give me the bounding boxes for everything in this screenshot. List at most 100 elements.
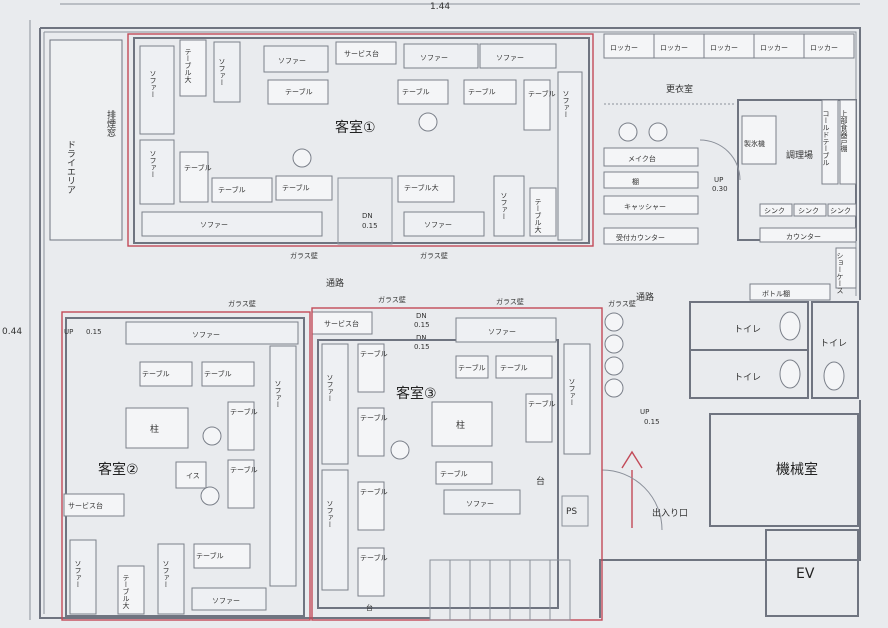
entrance-label: 出入り口 bbox=[652, 507, 688, 519]
room1-table-a bbox=[397, 79, 449, 105]
room2-sofa-mid-label: ソファー bbox=[162, 560, 170, 588]
room1-sofa-top2 bbox=[403, 43, 479, 69]
sink-2 bbox=[793, 203, 827, 217]
room1-wall bbox=[133, 37, 590, 244]
room1-sofa-top2-label: ソファー bbox=[420, 54, 448, 62]
room2-table-large-label: テーブル大 bbox=[122, 574, 130, 610]
room2-sofa-mid bbox=[157, 543, 185, 615]
entrance-up-step: 0.15 bbox=[644, 418, 660, 426]
staff-shelf bbox=[603, 171, 699, 189]
room3-table-d-label: テーブル bbox=[500, 363, 528, 372]
room1-table-large-label: テーブル大 bbox=[184, 48, 192, 84]
room3-table-e bbox=[525, 393, 553, 443]
room2-table-large bbox=[117, 565, 145, 615]
room1-table-big bbox=[267, 79, 329, 105]
mid-dn-2: DN bbox=[416, 334, 427, 342]
locker-5-label: ロッカー bbox=[810, 44, 838, 52]
sink-3 bbox=[827, 203, 857, 217]
left-dimension-value: 0.44 bbox=[2, 327, 22, 337]
entrance-door-swing bbox=[601, 469, 663, 531]
room3-table-h bbox=[357, 547, 385, 597]
mid-dn-1: DN bbox=[416, 312, 427, 320]
room1-table-a-label: テーブル bbox=[402, 87, 430, 96]
showcase bbox=[835, 247, 857, 289]
glass-wall-room1-a: ガラス壁 bbox=[290, 251, 318, 260]
room3-bottom-stand: 台 bbox=[366, 603, 373, 612]
room2-table-c-label: テーブル bbox=[230, 407, 258, 416]
room2-sofa-right bbox=[269, 345, 297, 587]
outer-wall bbox=[39, 27, 861, 619]
machine-room bbox=[709, 413, 859, 527]
room3-stand-label: 台 bbox=[536, 475, 545, 487]
room1-table-c bbox=[523, 79, 551, 131]
toilet-bowl-2 bbox=[779, 359, 801, 389]
room1-sofa-br bbox=[493, 175, 525, 237]
room2-table-b bbox=[201, 361, 255, 387]
locker-3 bbox=[703, 33, 755, 59]
kitchen-label: 調理場 bbox=[786, 149, 813, 161]
kitchen-up-label: UP bbox=[714, 176, 723, 184]
toilet-bowl-1 bbox=[779, 311, 801, 341]
kitchen-door-swing bbox=[699, 139, 741, 181]
locker-5 bbox=[803, 33, 855, 59]
entrance-arrow bbox=[621, 450, 643, 528]
locker-row: ロッカー ロッカー ロッカー ロッカー ロッカー bbox=[603, 33, 855, 59]
room1-label: 客室① bbox=[335, 119, 376, 136]
locker-4 bbox=[753, 33, 805, 59]
room1-sofa-left2-label: ソファー bbox=[149, 150, 157, 178]
locker-2-label: ロッカー bbox=[660, 44, 688, 52]
locker-3-label: ロッカー bbox=[710, 44, 738, 52]
room3-label: 客室③ bbox=[396, 385, 437, 402]
room1-table-d bbox=[179, 151, 209, 203]
locker-room-label: 更衣室 bbox=[666, 83, 693, 95]
room1-sofa-br-label: ソファー bbox=[500, 192, 508, 220]
room2-wall bbox=[65, 317, 305, 617]
entrance-up-1: UP bbox=[640, 408, 649, 416]
room2-label: 客室② bbox=[98, 461, 139, 478]
room3-wall bbox=[317, 339, 559, 609]
room2-stool-1 bbox=[202, 426, 222, 446]
kitchen-counter bbox=[759, 227, 857, 243]
room1-step-area bbox=[337, 177, 393, 245]
room1-table-h bbox=[529, 187, 557, 237]
room1-sofa-top3 bbox=[479, 43, 557, 69]
room3-table-c bbox=[455, 355, 489, 379]
room1-table-f-label: テーブル bbox=[282, 183, 310, 192]
toilet-bowl-3 bbox=[823, 361, 845, 391]
room2-sofa-top bbox=[125, 321, 299, 345]
room1-boundary bbox=[127, 33, 594, 247]
room1-dn-label: DN bbox=[362, 212, 373, 220]
bottle-shelf bbox=[749, 283, 831, 301]
ev-label: EV bbox=[796, 566, 815, 582]
room1-table-b-label: テーブル bbox=[468, 87, 496, 96]
room1-table-d-label: テーブル bbox=[184, 163, 212, 172]
room2-table-a bbox=[139, 361, 193, 387]
room2-boundary bbox=[61, 311, 311, 621]
room1-sofa-2-label: ソファー bbox=[218, 58, 226, 86]
room2-chair-label: イス bbox=[186, 472, 200, 480]
room2-sofa-top-label: ソファー bbox=[192, 331, 220, 339]
locker-4-label: ロッカー bbox=[760, 44, 788, 52]
room1-sofa-2 bbox=[213, 41, 241, 103]
staff-stool-2 bbox=[648, 122, 668, 142]
reception-counter-label: 受付カウンター bbox=[616, 233, 665, 242]
staff-stool-1 bbox=[618, 122, 638, 142]
room1-sofa-right-label: ソファー bbox=[562, 90, 570, 118]
glass-wall-room2: ガラス壁 bbox=[228, 299, 256, 308]
room1-sofa-right bbox=[557, 71, 583, 241]
room2-sofa-right-label: ソファー bbox=[274, 380, 282, 408]
room2-table-c bbox=[227, 401, 255, 451]
room3-table-f-label: テーブル bbox=[440, 469, 468, 478]
room1-sofa-top bbox=[263, 45, 329, 73]
service-counter-top bbox=[335, 41, 397, 65]
bottle-shelf-label: ボトル棚 bbox=[762, 289, 790, 298]
room3-sofa-left2 bbox=[321, 469, 349, 591]
toilets: トイレ トイレ トイレ bbox=[689, 301, 859, 399]
room3-table-f bbox=[435, 461, 493, 485]
room3-table-a bbox=[357, 343, 385, 393]
mid-dn-2-step: 0.15 bbox=[414, 343, 430, 351]
room3-table-e-label: テーブル bbox=[528, 399, 556, 408]
room1-sofa-top3-label: ソファー bbox=[496, 54, 524, 62]
ice-machine bbox=[741, 115, 777, 165]
